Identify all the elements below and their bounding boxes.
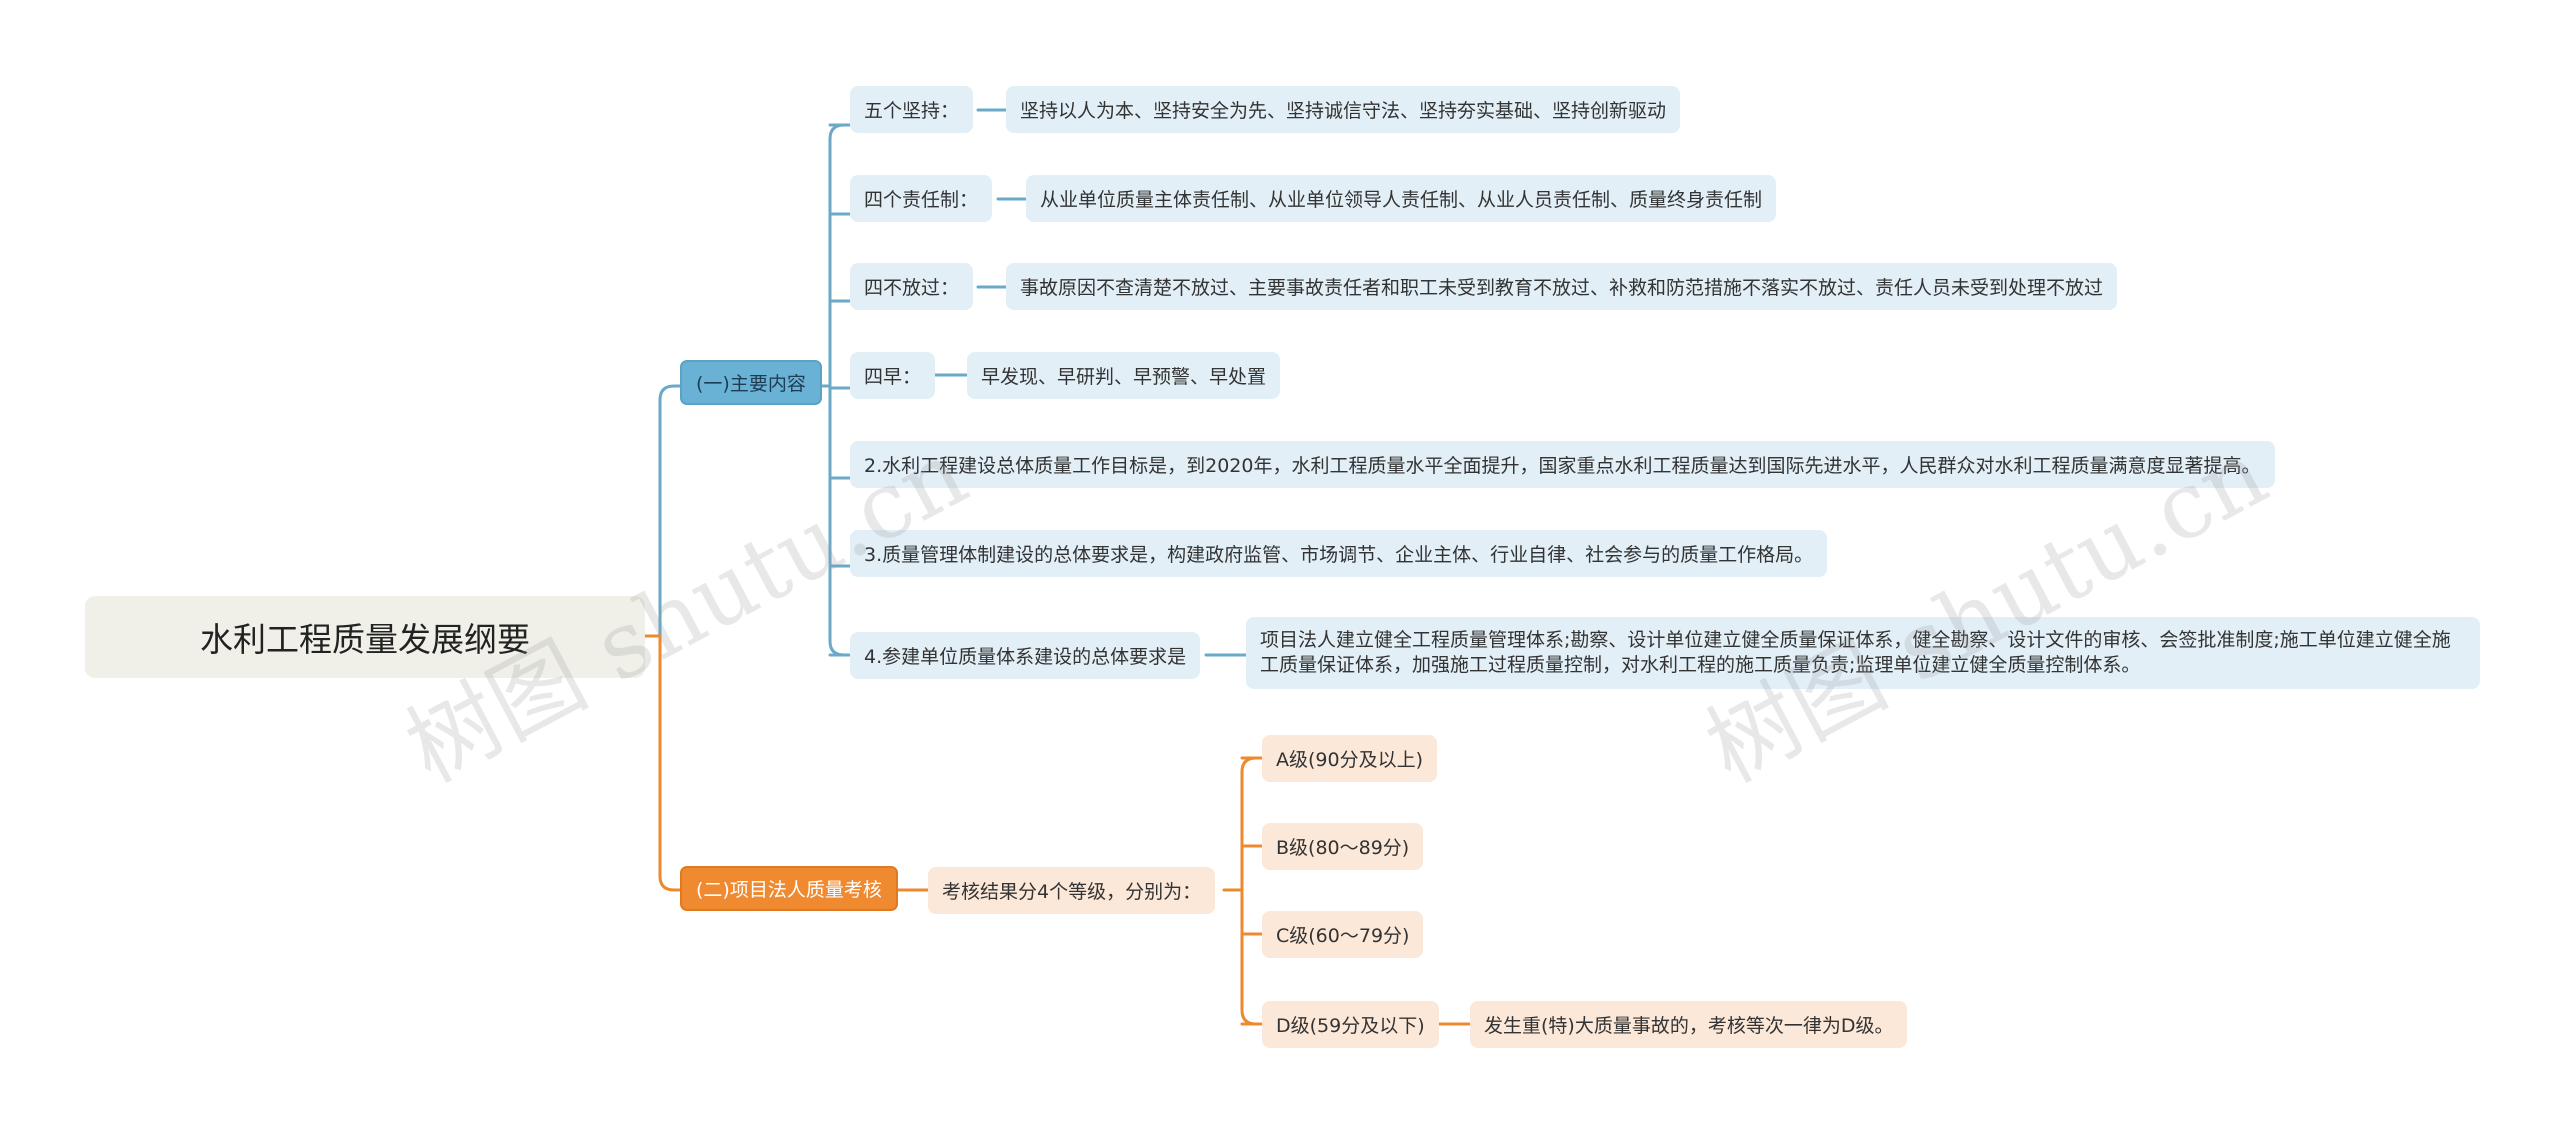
item-five-adherences[interactable]: 五个坚持：: [850, 86, 974, 133]
grade-d-detail[interactable]: 发生重(特)大质量事故的，考核等次一律为D级。: [1470, 1001, 1908, 1048]
link-root-branch2: [643, 634, 682, 892]
link-root-branch1: [643, 384, 682, 638]
detail-five-adherences[interactable]: 坚持以人为本、坚持安全为先、坚持诚信守法、坚持夯实基础、坚持创新驱动: [1006, 86, 1681, 133]
detail-four-early[interactable]: 早发现、早研判、早预警、早处置: [967, 352, 1281, 399]
detail-four-responsibilities[interactable]: 从业单位质量主体责任制、从业单位领导人责任制、从业人员责任制、质量终身责任制: [1026, 175, 1777, 222]
branch-main-content[interactable]: (一)主要内容: [680, 360, 822, 405]
item-four-responsibilities[interactable]: 四个责任制：: [850, 175, 993, 222]
item-assessment-grades[interactable]: 考核结果分4个等级，分别为：: [928, 867, 1216, 914]
grade-a[interactable]: A级(90分及以上): [1262, 735, 1437, 782]
root-topic[interactable]: 水利工程质量发展纲要: [85, 596, 645, 678]
item-management-system[interactable]: 3.质量管理体制建设的总体要求是，构建政府监管、市场调节、企业主体、行业自律、社…: [850, 530, 1828, 577]
link-branch1-spine: [828, 123, 846, 657]
grade-d[interactable]: D级(59分及以下): [1262, 1001, 1439, 1048]
item-four-early[interactable]: 四早：: [850, 352, 936, 399]
detail-four-not-let-go[interactable]: 事故原因不查清楚不放过、主要事故责任者和职工未受到教育不放过、补救和防范措施不落…: [1006, 263, 2118, 310]
detail-participant-requirements[interactable]: 项目法人建立健全工程质量管理体系;勘察、设计单位建立健全质量保证体系，健全勘察、…: [1246, 617, 2480, 689]
grade-c[interactable]: C级(60～79分): [1262, 911, 1424, 958]
grade-b[interactable]: B级(80～89分): [1262, 823, 1424, 870]
item-quality-goal[interactable]: 2.水利工程建设总体质量工作目标是，到2020年，水利工程质量水平全面提升，国家…: [850, 441, 2275, 488]
link-grades-spine: [1240, 756, 1258, 1026]
branch-legal-person-assessment[interactable]: (二)项目法人质量考核: [680, 866, 898, 911]
item-four-not-let-go[interactable]: 四不放过：: [850, 263, 974, 310]
item-participant-requirements[interactable]: 4.参建单位质量体系建设的总体要求是: [850, 632, 1201, 679]
